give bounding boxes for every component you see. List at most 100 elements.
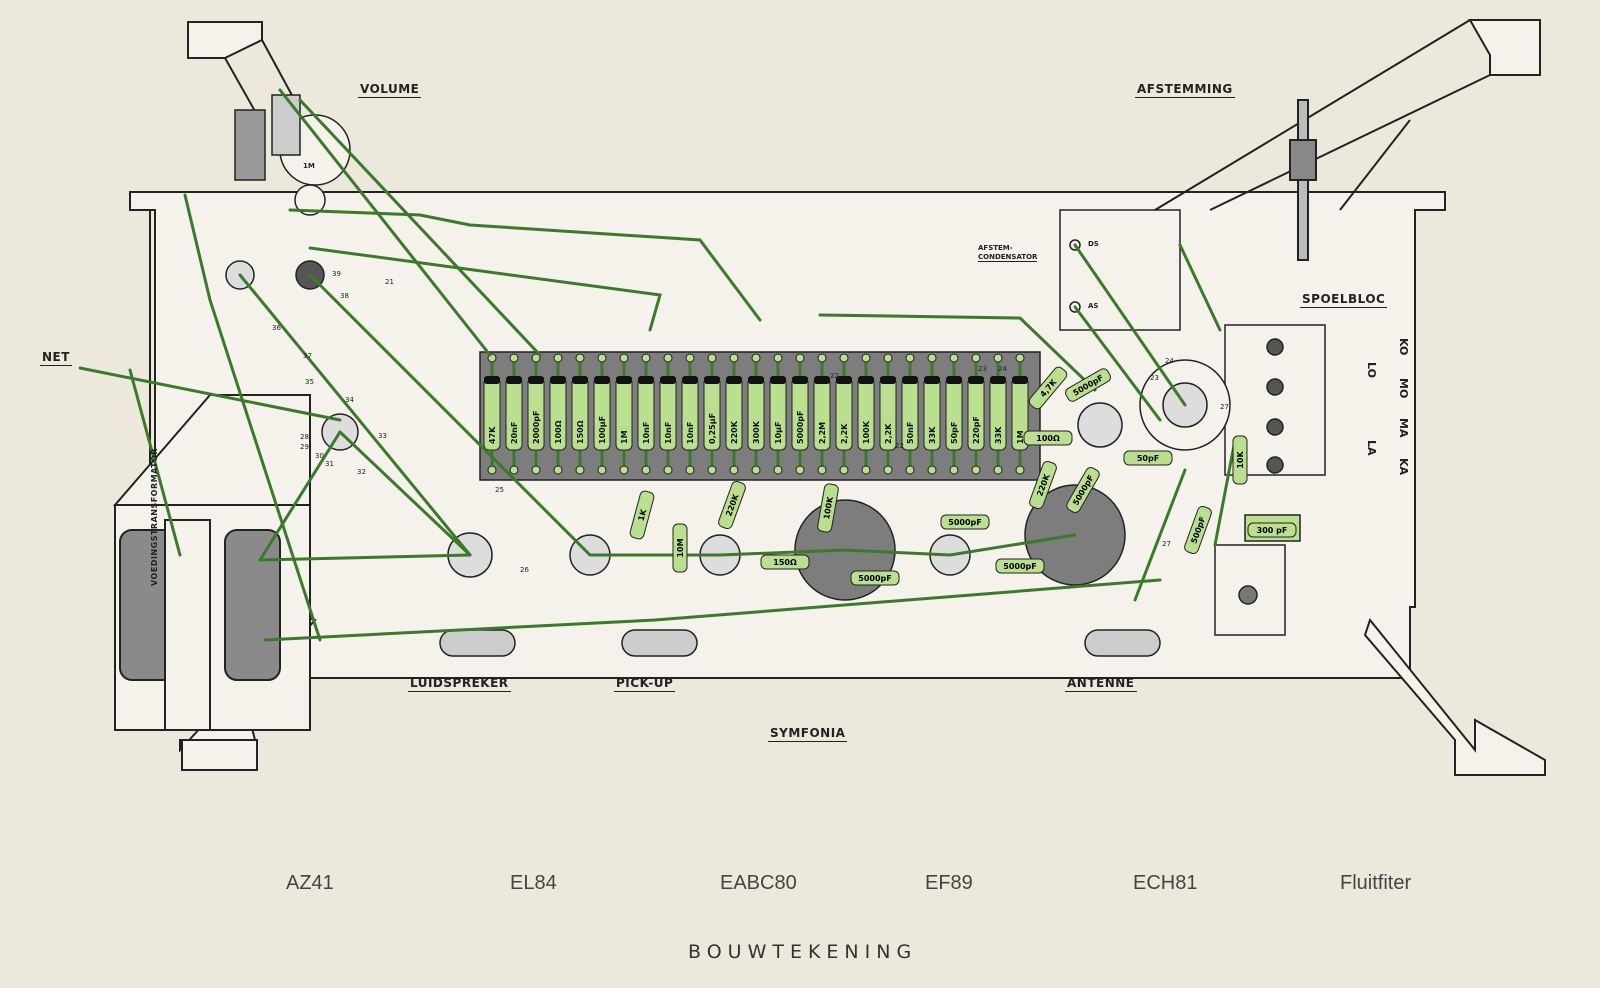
tuning-shaft — [1289, 99, 1317, 261]
wire — [308, 273, 592, 557]
symfonia-label: SYMFONIA — [768, 726, 848, 742]
antenne-label: ANTENNE — [1065, 676, 1137, 692]
tube-label-ech81: ECH81 — [1133, 872, 1198, 894]
wire-number: 26 — [520, 566, 529, 574]
board-component: 220pF — [967, 353, 985, 475]
board-component: 300K — [747, 353, 765, 475]
component-body — [1065, 368, 1111, 402]
component-body — [760, 554, 810, 570]
wire-number: 28 — [300, 433, 309, 441]
component-value: 47K — [488, 426, 497, 444]
wire — [183, 193, 322, 642]
bracket-top-left — [187, 21, 263, 59]
afstem-condensator-label-2: CONDENSATOR — [978, 253, 1038, 262]
wire-number: 31 — [325, 460, 334, 468]
solder-point — [795, 465, 805, 475]
component-value: 300K — [752, 420, 761, 444]
wire-number: 37 — [303, 352, 312, 360]
board-component: 100Ω — [549, 353, 567, 475]
wire — [1178, 243, 1222, 332]
solder-point — [839, 353, 849, 363]
component-body — [1184, 505, 1212, 555]
component-body — [1232, 435, 1248, 485]
component-value: 50pF — [1137, 454, 1159, 463]
wire — [263, 578, 1162, 642]
board-component: 1M — [615, 353, 633, 475]
component-value: 5000pF — [858, 574, 891, 583]
wire-number: 32 — [357, 468, 366, 476]
solder-point — [773, 465, 783, 475]
wire-number: 24 — [998, 365, 1007, 373]
solder-point — [751, 353, 761, 363]
component-cap — [594, 376, 610, 384]
solder-point — [883, 465, 893, 475]
component-value: 10nF — [664, 422, 673, 444]
component-body — [629, 490, 655, 540]
wire-number: 24 — [1165, 357, 1174, 365]
wire — [818, 313, 1097, 392]
solder-point — [509, 353, 519, 363]
transformer-coil-right — [224, 529, 281, 681]
component: 100K — [817, 483, 839, 533]
switch-label-la: LA — [1365, 440, 1378, 456]
component: 5000pF — [850, 570, 900, 586]
solder-point — [949, 353, 959, 363]
board-component: 2,2K — [879, 353, 897, 475]
component-cap — [836, 376, 852, 384]
board-component: 50pF — [945, 353, 963, 475]
component-cap — [638, 376, 654, 384]
board-component: 47K — [483, 353, 501, 475]
solder-point — [597, 465, 607, 475]
board-component: 33K — [989, 353, 1007, 475]
component-value: 150Ω — [773, 558, 797, 567]
component-value: 2000pF — [532, 411, 541, 444]
coil-screw — [1266, 418, 1284, 436]
solder-point — [817, 353, 827, 363]
component-cap — [792, 376, 808, 384]
wire — [308, 246, 662, 332]
component-cap — [748, 376, 764, 384]
wire-number: 29 — [300, 443, 309, 451]
component-value: 20nF — [510, 422, 519, 444]
component-value: 50nF — [906, 422, 915, 444]
solder-point — [993, 465, 1003, 475]
component-body — [672, 523, 688, 573]
component-body — [1247, 522, 1297, 538]
voedingstransformator-label: VOEDINGSTRANSFORMATOR — [150, 447, 159, 586]
solder-point — [707, 465, 717, 475]
component-value: 10K — [1236, 451, 1245, 469]
foot-right-bottom — [1363, 617, 1546, 776]
switch-label-ka: KA — [1397, 458, 1410, 476]
wire-number: 22 — [895, 442, 904, 450]
solder-point — [751, 465, 761, 475]
wire-number: 23 — [1150, 374, 1159, 382]
component-value: 100K — [822, 495, 835, 520]
component-body — [1066, 467, 1100, 513]
component-value: 100μF — [598, 416, 607, 444]
antenne-connector — [1084, 629, 1161, 657]
component: 10K — [1232, 435, 1248, 485]
component-value: 100K — [862, 420, 871, 444]
component-cap — [946, 376, 962, 384]
solder-point — [531, 353, 541, 363]
component: 150Ω — [760, 554, 810, 570]
wire-number: 25 — [495, 486, 504, 494]
net-label: NET — [40, 350, 72, 366]
component-cap — [484, 376, 500, 384]
solder-point — [1015, 465, 1025, 475]
component-value: 33K — [928, 426, 937, 444]
power-transformer — [112, 394, 311, 731]
component-body — [1029, 460, 1057, 510]
bracket-arm — [1209, 74, 1491, 211]
component-value: 1M — [1016, 430, 1025, 444]
component-cap — [902, 376, 918, 384]
board-component: 1M — [1011, 353, 1029, 475]
component-cap — [572, 376, 588, 384]
component-value: 2,2K — [884, 423, 893, 444]
solder-point — [883, 353, 893, 363]
tube-label-fluitfiter: Fluitfiter — [1340, 872, 1412, 894]
component-cap — [528, 376, 544, 384]
